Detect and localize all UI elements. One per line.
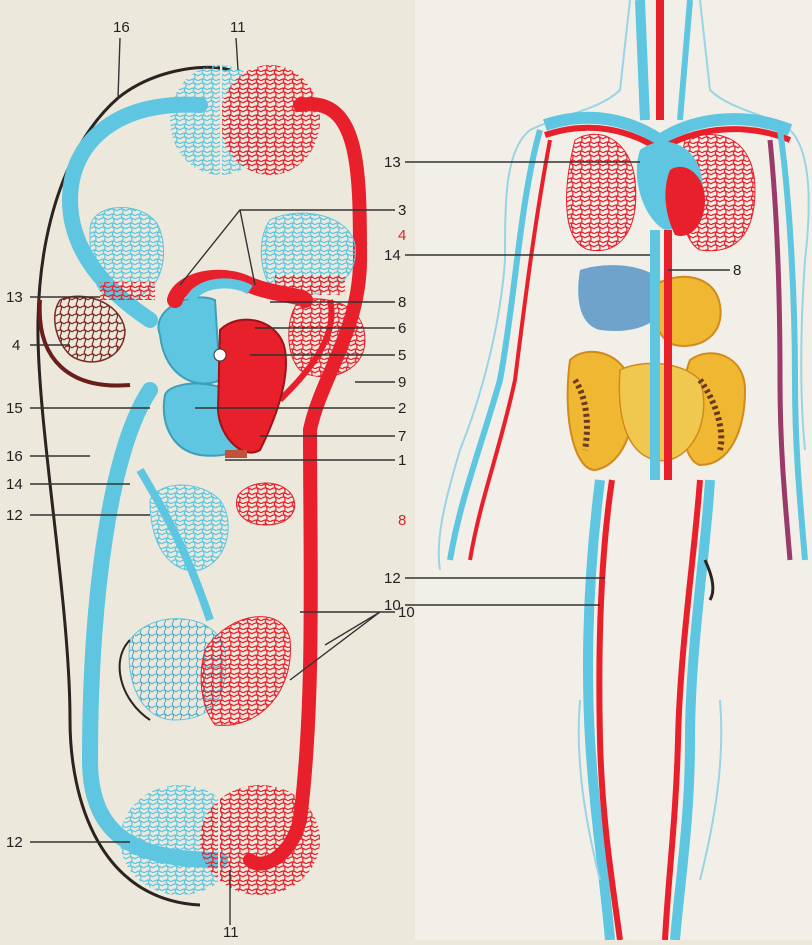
left-lung-oxygenated xyxy=(100,282,155,300)
leader-16-top xyxy=(118,38,120,98)
label-11-bottom: 11 xyxy=(223,924,239,940)
label-r8: 8 xyxy=(733,262,741,279)
leader-10b xyxy=(325,612,380,645)
label-8: 8 xyxy=(398,294,406,311)
label-6: 6 xyxy=(398,320,406,337)
label-12-bottom: 12 xyxy=(6,834,23,851)
jugular-vein xyxy=(640,0,645,120)
label-r10: 10 xyxy=(384,597,401,614)
label-16-top: 16 xyxy=(113,19,130,36)
arm-capillaries xyxy=(55,296,125,362)
leader-11-top xyxy=(236,38,238,70)
label-5: 5 xyxy=(398,347,406,364)
label-11-top: 11 xyxy=(230,19,246,36)
liver-artery-capillaries xyxy=(237,483,295,525)
label-4-left: 4 xyxy=(12,337,20,354)
head-capillaries-arterial xyxy=(220,65,320,175)
label-12-left: 12 xyxy=(6,507,23,524)
label-r13: 13 xyxy=(384,154,401,171)
label-1: 1 xyxy=(398,452,406,469)
label-r12: 12 xyxy=(384,570,401,587)
label-14-left: 14 xyxy=(6,476,23,493)
label-2: 2 xyxy=(398,400,406,417)
heart-apex-mark xyxy=(225,450,247,458)
schematic-circulation xyxy=(38,60,365,905)
right-atrium xyxy=(158,297,220,383)
label-7: 7 xyxy=(398,428,406,445)
label-13-left: 13 xyxy=(6,289,23,306)
label-8-red: 8 xyxy=(398,512,406,529)
body-left-lung xyxy=(567,134,636,250)
liver-capillaries xyxy=(150,485,228,571)
label-r14: 14 xyxy=(384,247,401,264)
label-3: 3 xyxy=(398,202,406,219)
label-4-red: 4 xyxy=(398,227,406,244)
left-ventricle xyxy=(218,320,286,453)
label-15: 15 xyxy=(6,400,23,417)
heart-valve xyxy=(214,349,226,361)
label-16-left: 16 xyxy=(6,448,23,465)
label-9: 9 xyxy=(398,374,406,391)
heart xyxy=(158,278,305,458)
stomach xyxy=(652,277,720,346)
